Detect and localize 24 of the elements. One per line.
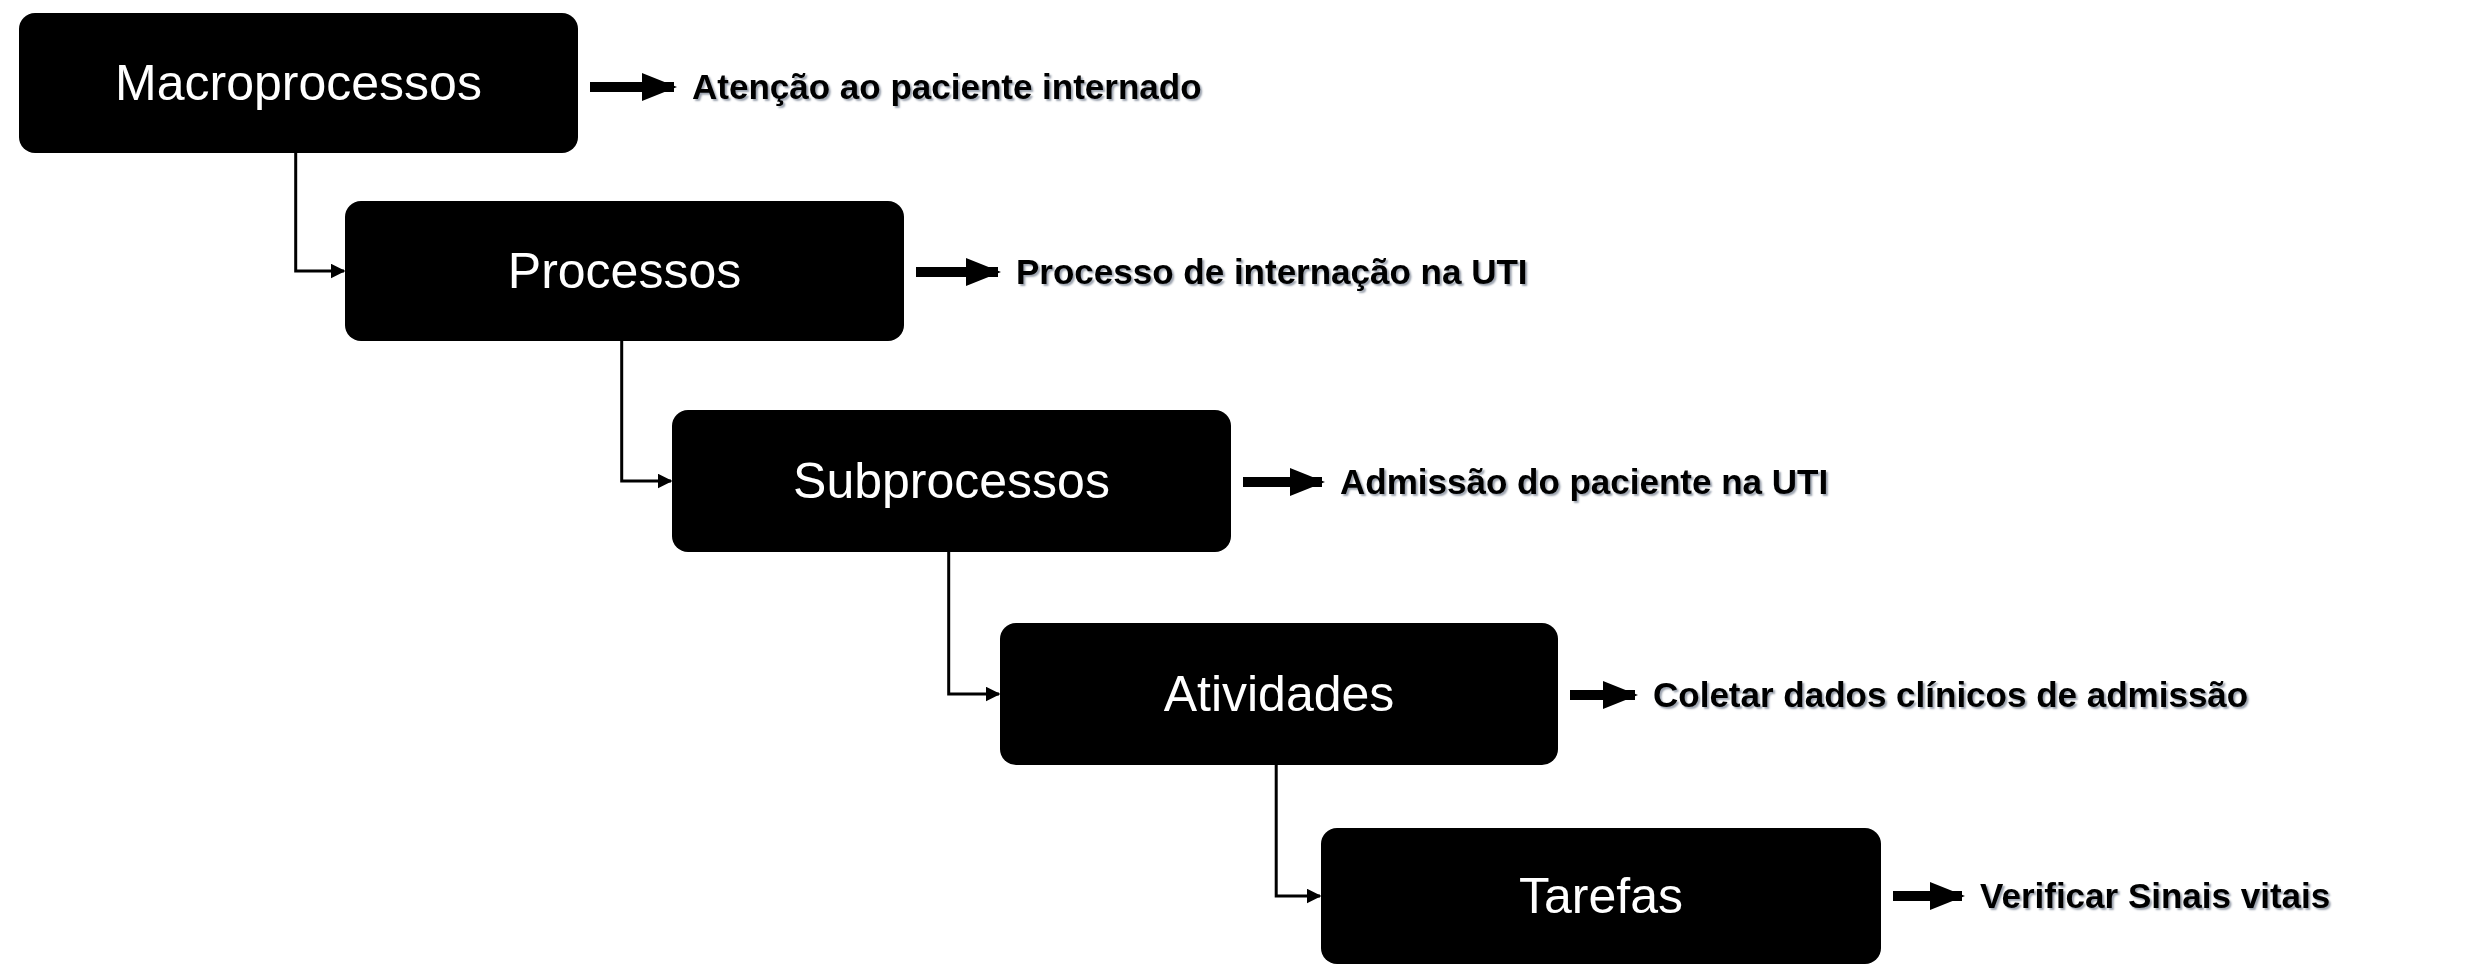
- arrow: [1893, 882, 1965, 910]
- arrow: [1274, 765, 1322, 904]
- example-text: Verificar Sinais vitais: [1980, 867, 2331, 925]
- example-text: Processo de internação na UTI: [1016, 243, 1528, 301]
- process-box: [345, 201, 904, 341]
- box-label: Macroprocessos: [115, 53, 482, 113]
- arrow: [1243, 468, 1325, 496]
- arrow: [590, 73, 677, 101]
- arrow: [916, 258, 1001, 286]
- process-box: [19, 13, 578, 153]
- example-text: Admissão do paciente na UTI: [1340, 453, 1829, 511]
- process-box: [1000, 623, 1558, 765]
- box-label: Processos: [507, 241, 742, 301]
- arrow: [294, 153, 346, 279]
- arrow: [947, 552, 1001, 702]
- process-box: [1321, 828, 1881, 964]
- arrow: [1570, 681, 1638, 709]
- arrow: [620, 341, 673, 489]
- example-text: Coletar dados clínicos de admissão: [1653, 666, 2249, 724]
- box-label: Atividades: [1163, 664, 1395, 724]
- box-label: Subprocessos: [793, 451, 1110, 511]
- process-box: [672, 410, 1231, 552]
- box-label: Tarefas: [1519, 866, 1683, 926]
- example-text: Atenção ao paciente internado: [692, 58, 1202, 116]
